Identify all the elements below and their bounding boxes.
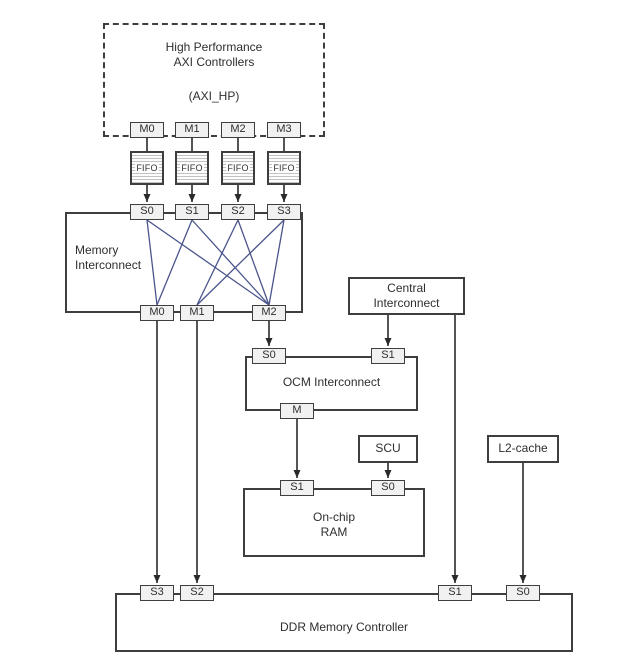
l2-cache-box <box>487 435 559 463</box>
hp-axi-controllers-box <box>103 23 325 137</box>
fifo-to-mi-lines <box>143 185 288 202</box>
mi-master-port-m0: M0 <box>140 305 174 321</box>
ocm-slave-port-s1: S1 <box>371 348 405 364</box>
central-interconnect-box <box>348 277 465 315</box>
mi-slave-port-s3: S3 <box>267 204 301 220</box>
scu-title: SCU <box>375 441 401 455</box>
central-interconnect-title: Central Interconnect <box>373 281 440 310</box>
mi-slave-port-s1: S1 <box>175 204 209 220</box>
mi-master-port-m2: M2 <box>252 305 286 321</box>
mi-crossbar-lines <box>146 219 285 306</box>
onchip-ram-title: On-chip RAM <box>312 510 356 539</box>
mi-master-port-m1: M1 <box>180 305 214 321</box>
routing-lines <box>153 315 527 583</box>
scu-box <box>358 435 418 463</box>
fifo-box-3: FIFO <box>267 151 301 185</box>
ocm-interconnect-box <box>245 356 418 411</box>
ddr-memory-controller-box <box>115 593 573 652</box>
mi-slave-port-s0: S0 <box>130 204 164 220</box>
hp-axi-controllers-title: High Performance AXI Controllers <box>165 40 263 69</box>
l2-cache-title: L2-cache <box>498 441 548 455</box>
hp-master-port-m1: M1 <box>175 122 209 138</box>
fifo-box-0: FIFO <box>130 151 164 185</box>
ddr-slave-port-s2: S2 <box>180 585 214 601</box>
fifo-box-2: FIFO <box>221 151 255 185</box>
ocm-slave-port-s0: S0 <box>252 348 286 364</box>
hp-master-port-m3: M3 <box>267 122 301 138</box>
ram-slave-port-s1: S1 <box>280 480 314 496</box>
mi-slave-port-s2: S2 <box>221 204 255 220</box>
ocm-master-port-m: M <box>280 403 314 419</box>
hp-master-port-m0: M0 <box>130 122 164 138</box>
ddr-slave-port-s0: S0 <box>506 585 540 601</box>
hp-to-fifo-lines <box>146 138 285 152</box>
onchip-ram-box <box>243 488 425 557</box>
ddr-memory-controller-title: DDR Memory Controller <box>279 620 409 634</box>
ddr-slave-port-s3: S3 <box>140 585 174 601</box>
fifo-box-1: FIFO <box>175 151 209 185</box>
ram-slave-port-s0: S0 <box>371 480 405 496</box>
memory-interconnect-title: Memory Interconnect <box>75 243 142 272</box>
ddr-slave-port-s1: S1 <box>438 585 472 601</box>
ocm-interconnect-title: OCM Interconnect <box>282 375 381 389</box>
hp-axi-controllers-subtitle: (AXI_HP) <box>188 89 240 103</box>
hp-master-port-m2: M2 <box>221 122 255 138</box>
